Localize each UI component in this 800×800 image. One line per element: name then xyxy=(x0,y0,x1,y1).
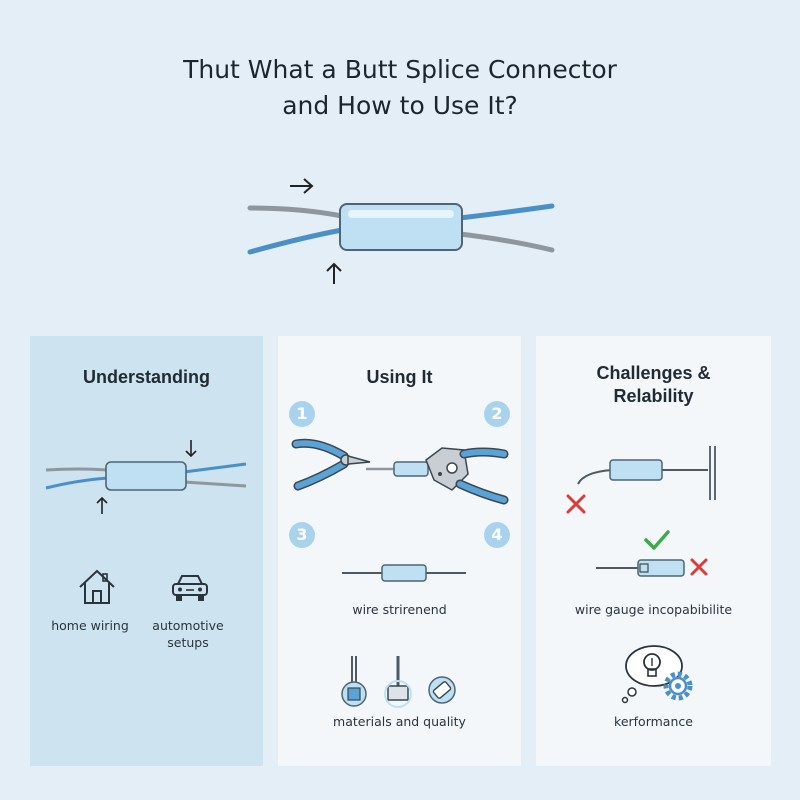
step-badge-3: 3 xyxy=(289,522,315,548)
idea-settings-icon xyxy=(621,645,693,704)
caption-performance: kerformance xyxy=(614,714,693,729)
item-label-automotive-setups: automotive setups xyxy=(152,618,224,650)
arrow-down-icon xyxy=(185,440,197,458)
cross-icon xyxy=(566,494,586,514)
hero-splice-diagram xyxy=(247,178,555,284)
panel-heading-challenges: Challenges & Relability xyxy=(536,362,771,408)
arrow-right-icon xyxy=(290,178,314,194)
title-line-1: Thut What a Butt Splice Connector xyxy=(183,55,617,84)
terminal-tool-icon xyxy=(384,656,412,708)
gauge-mismatch-diagram xyxy=(596,530,708,577)
panel-challenges: Challenges & Relability wire gauge incop… xyxy=(536,336,771,766)
wire-blue-right xyxy=(457,203,555,221)
lightbulb-icon xyxy=(643,653,661,677)
gear-icon xyxy=(663,671,693,701)
arrow-up-icon xyxy=(96,496,108,514)
caption-wire-gauge: wire gauge incopabibilite xyxy=(574,602,733,617)
connector-material-icon xyxy=(341,656,367,707)
caption-wire-strip: wire strirenend xyxy=(352,602,447,617)
caption-materials-quality: materials and quality xyxy=(333,714,466,729)
page-title: Thut What a Butt Splice Connector and Ho… xyxy=(0,52,800,124)
crimped-connector-diagram xyxy=(342,564,466,582)
item-label-home-wiring: home wiring xyxy=(51,618,129,633)
step-badge-1: 1 xyxy=(289,401,315,427)
heat-shrink-icon xyxy=(428,676,456,704)
materials-icons xyxy=(341,656,456,708)
panel-understanding: Understanding home wiring automotive set… xyxy=(30,336,263,766)
panel-heading-using-it: Using It xyxy=(366,367,433,387)
wire-grey-left xyxy=(247,205,345,219)
arrow-up-icon xyxy=(326,262,342,284)
check-icon xyxy=(644,530,670,550)
crimping-tools-illustration xyxy=(291,438,509,505)
panel-heading-line-1: Challenges & xyxy=(596,363,711,383)
failed-splice-diagram xyxy=(566,446,716,514)
cross-icon xyxy=(690,558,708,576)
step-badge-2: 2 xyxy=(484,401,510,427)
wire-blue-left xyxy=(247,227,345,255)
splice-diagram-small xyxy=(45,440,247,514)
wire-grey-right xyxy=(457,231,555,253)
step-badge-4: 4 xyxy=(484,522,510,548)
wire-stripper-icon xyxy=(291,438,371,491)
panel-heading-understanding: Understanding xyxy=(82,367,210,387)
crimper-icon xyxy=(425,447,509,505)
panel-using-it: Using It 1 2 3 4 wire strirenend xyxy=(278,336,521,766)
house-icon xyxy=(79,569,115,604)
title-line-2: and How to Use It? xyxy=(282,91,518,120)
panel-heading-line-2: Relability xyxy=(613,386,694,406)
car-icon xyxy=(172,575,208,601)
